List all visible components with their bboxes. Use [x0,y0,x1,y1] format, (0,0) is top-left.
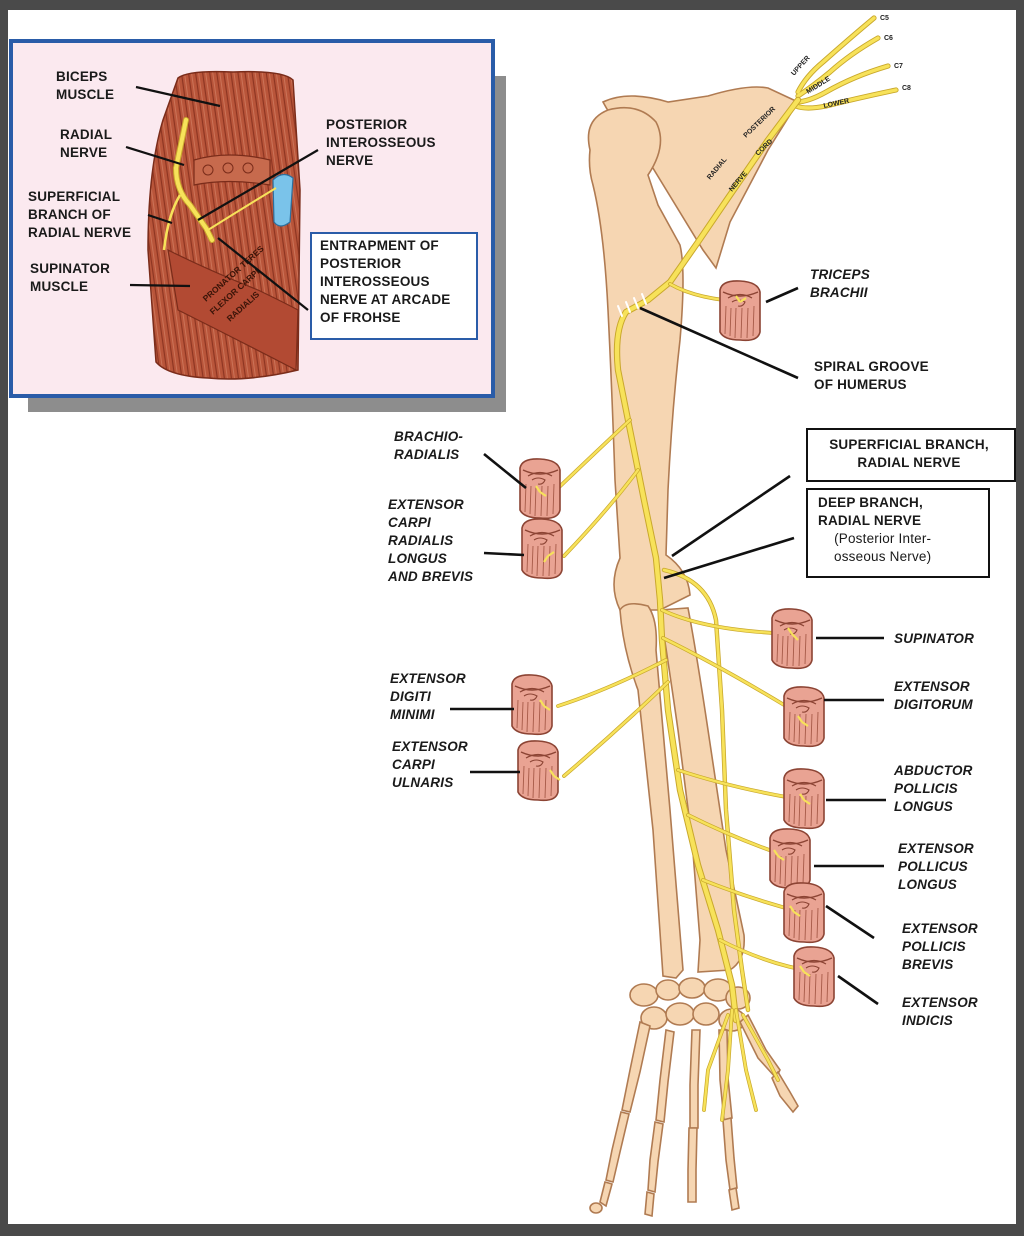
root-c7: C7 [894,63,903,70]
label-extensor-pollicus-longus: EXTENSOR POLLICUS LONGUS [898,841,974,892]
label-extensor-digitorum: EXTENSOR DIGITORUM [894,679,973,712]
inset-label-posterior-interosseous: POSTERIOR INTEROSSEOUS NERVE [326,117,436,168]
label-superficial-branch: SUPERFICIAL BRANCH, RADIAL NERVE [829,437,989,470]
label-triceps-brachii: TRICEPS BRACHII [810,267,870,300]
hand-bones [589,1013,799,1218]
branch-brachioradialis [552,418,632,494]
inset-leader-lines [125,85,319,311]
label-spiral-groove: SPIRAL GROOVE OF HUMERUS [814,359,929,392]
label-ecrl: EXTENSOR CARPI RADIALIS LONGUS AND BREVI… [388,497,474,584]
root-c8: C8 [902,85,911,92]
inset-label-supinator: SUPINATOR MUSCLE [30,261,111,294]
branch-ecrl [562,468,640,558]
root-c5: C5 [880,15,889,22]
muscle-icon-ei [793,946,835,1008]
label-extensor-carpi-ulnaris: EXTENSOR CARPI ULNARIS [392,739,468,790]
label-extensor-indicis: EXTENSOR INDICIS [902,995,978,1028]
root-c8-line [794,88,898,110]
muscle-icon-ed [783,686,825,748]
muscle-icon-supinator [771,608,813,670]
label-supinator: SUPINATOR [894,631,975,646]
digital-branches [702,1008,780,1122]
root-c5-line [796,16,876,94]
inset-blue-tendon-icon [272,173,294,227]
muscle-icon-triceps [719,280,761,342]
inset-supinator [167,248,299,371]
entrapment-callout-box: ENTRAPMENT OF POSTERIOR INTEROSSEOUS NER… [310,232,478,340]
label-extensor-pollicis-brevis: EXTENSOR POLLICIS BREVIS [902,921,978,972]
radial-nerve-main [614,97,801,1023]
label-deep-branch: DEEP BRANCH, RADIAL NERVE [818,495,923,528]
inset-tendon [193,154,271,186]
muscle-icon-edm [511,674,553,736]
muscle-icon-epb [783,882,825,944]
spiral-groove-marks [617,293,647,317]
branch-ecu [562,680,670,778]
muscle-icon-ecrl [521,518,563,580]
trunk-lower: LOWER [823,98,850,110]
deep-branch-box: DEEP BRANCH, RADIAL NERVE (Posterior Int… [806,488,990,578]
inset-posterior-branch [207,187,277,231]
nerve-endings [535,295,811,977]
leader-lines [450,286,886,1006]
label-extensor-digiti-minimi: EXTENSOR DIGITI MINIMI [390,671,466,722]
diagram-frame: PRONATOR TERES FLEXOR CARPI RADIALIS [8,10,1016,1224]
root-c6-line [796,36,880,98]
muscle-icon-epl [769,828,811,890]
root-c7-line [794,64,890,104]
inset-label-entrapment: ENTRAPMENT OF POSTERIOR INTEROSSEOUS NER… [320,238,451,325]
radial-nerve-diagram: PRONATOR TERES FLEXOR CARPI RADIALIS [9,15,911,1218]
label-abductor-pollicis-longus: ABDUCTOR POLLICIS LONGUS [894,763,973,814]
humerus [587,106,691,611]
inset-label-radial-nerve: RADIAL NERVE [60,127,113,160]
inset-radial-nerve [173,118,214,242]
muscle-icon-ecu [517,740,559,802]
branch-edm [556,658,668,708]
superficial-branch-box: SUPERFICIAL BRANCH, RADIAL NERVE [806,428,1016,482]
inset-label-biceps: BICEPS MUSCLE [56,69,115,102]
muscle-icon-brachioradialis [519,458,561,520]
root-c6: C6 [884,35,893,42]
label-brachioradialis: BRACHIO- RADIALIS [394,429,464,462]
inset-label-superficial-branch: SUPERFICIAL BRANCH OF RADIAL NERVE [28,189,132,240]
inset-superficial-branch [162,194,182,251]
ulna [619,602,684,979]
label-deep-branch-sub: (Posterior Inter- osseous Nerve) [834,531,932,564]
